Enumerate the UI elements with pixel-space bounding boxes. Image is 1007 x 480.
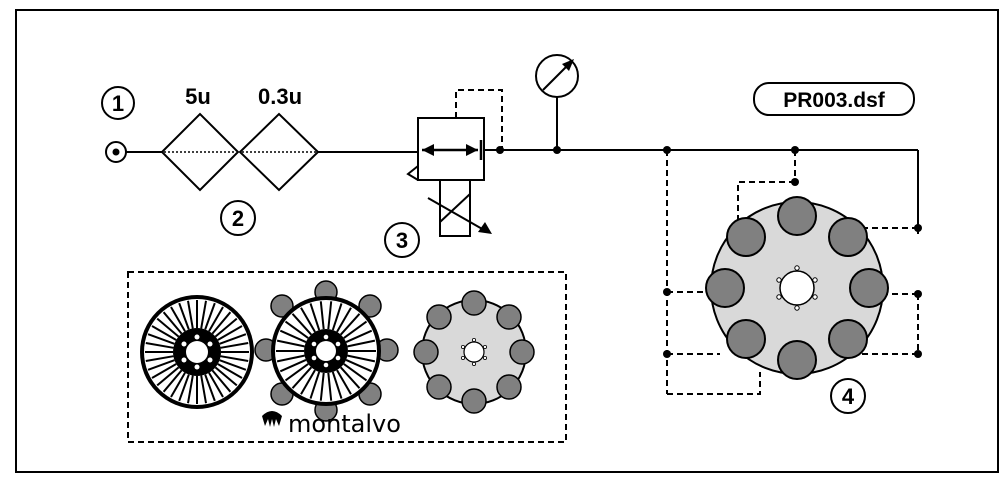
disc-slot [347,354,376,363]
disc-slot [331,371,343,399]
air-supply-port [105,141,127,163]
brake-disc-1 [140,295,254,409]
disc-slot [147,359,175,371]
callout-4-label: 4 [842,384,855,409]
disc-slot [343,363,368,382]
montalvo-logo: montalvo [262,410,401,438]
distribution-nodes [663,178,922,358]
drawing-border [15,9,999,473]
filter-0-3u-label: 0.3u [258,84,302,109]
pressure-regulator [406,89,503,237]
pressure-gauge [535,54,579,150]
disc-slot [345,358,373,373]
disc-slot [156,366,180,387]
disc-slot [284,320,309,339]
disc-slot [214,366,238,387]
disc-slot [170,306,186,332]
callout-2-label: 2 [232,206,244,231]
disc-slot [162,311,183,335]
disc-slot [284,363,309,382]
disc-slot [309,371,321,399]
disc-slot [336,307,352,333]
brand-name: montalvo [288,410,401,438]
disc-slot [331,303,343,331]
disc-slot [200,375,207,404]
disc-slot [151,325,177,341]
disc-slot [319,372,325,401]
callout-1-label: 1 [112,91,124,116]
disc-slot [345,329,373,344]
disc-slot [162,369,183,393]
disc-slot [217,363,243,379]
callout-2-circle [220,200,256,236]
disc-slot [319,301,325,330]
callout-3-circle [384,222,420,258]
filename-label: PR003.dsf [783,89,886,112]
disc-slot [145,342,174,349]
disc-slot [327,372,333,401]
disc-slot [204,374,216,402]
disc-slot [214,317,238,338]
disc-slot [204,302,216,330]
disc-slot [219,359,247,371]
filter-5u-label: 5u [185,84,211,109]
filename-box [753,82,915,116]
actuator-ring-large [705,196,889,380]
callout-4-circle [830,378,866,414]
disc-slot [300,307,316,333]
disc-slot [291,313,313,336]
disc-slot [276,354,305,363]
disc-slot [170,372,186,398]
disc-slot [217,325,243,341]
disc-slot [187,375,194,404]
disc-slot [145,355,174,362]
disc-slot [147,333,175,345]
disc-slot [291,366,313,389]
disc-slot [187,300,194,329]
disc-slot [309,303,321,331]
disc-slot [339,366,361,389]
filter-0-3u [238,112,320,192]
disc-slot [156,317,180,338]
montalvo-logo-icon [262,411,282,427]
callout-3-label: 3 [396,228,408,253]
disc-slot [211,311,232,335]
disc-slot [300,369,316,395]
filter-5u [160,112,240,192]
disc-slot [219,333,247,345]
actuator-ring-small [413,290,535,414]
disc-slot [279,358,307,373]
disc-slot [276,339,305,348]
brake-disc-2 [254,280,399,422]
disc-slot [327,301,333,330]
disc-slot [339,313,361,336]
disc-slot [178,302,190,330]
disc-slot [151,363,177,379]
disc-slot [211,369,232,393]
disc-slot [220,342,249,349]
product-panel [127,271,567,443]
disc-slot [336,369,352,395]
disc-slot [279,329,307,344]
disc-slot [200,300,207,329]
disc-slot [178,374,190,402]
disc-slot [343,320,368,339]
disc-slot [208,372,224,398]
callout-1-circle [101,86,135,120]
disc-slot [347,339,376,348]
disc-slot [208,306,224,332]
disc-slot [220,355,249,362]
